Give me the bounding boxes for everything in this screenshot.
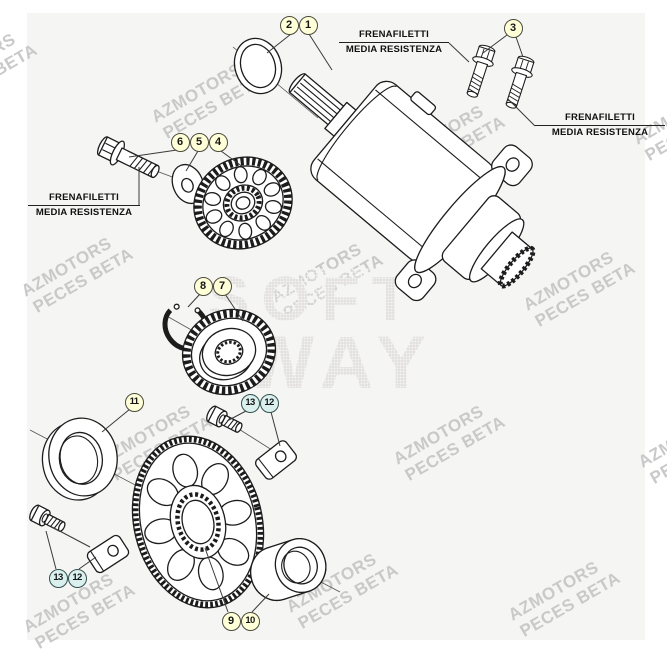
part-balloon-4[interactable]: 4 <box>208 132 228 152</box>
one-way-bearing-drawing <box>250 538 327 602</box>
hex-bolt-drawing <box>93 132 165 186</box>
part-balloon-13[interactable]: 13 <box>240 393 260 413</box>
part-balloon-8[interactable]: 8 <box>193 276 213 296</box>
spacer-ring-drawing <box>41 417 118 501</box>
part-balloon-10[interactable]: 10 <box>240 611 260 631</box>
leader-lines <box>45 33 524 613</box>
part-balloon-9[interactable]: 9 <box>221 611 241 631</box>
callout-line2: MEDIA RESISTENZA <box>35 207 133 218</box>
flange-bolt-drawing <box>460 42 538 112</box>
callout-frenafiletti-top: FRENAFILETTI MEDIA RESISTENZA <box>339 29 449 56</box>
part-balloon-3[interactable]: 3 <box>503 18 523 38</box>
part-balloon-12[interactable]: 12 <box>259 393 279 413</box>
part-balloon-5[interactable]: 5 <box>189 132 209 152</box>
callout-line2: MEDIA RESISTENZA <box>551 127 649 138</box>
starter-motor-drawing <box>288 73 536 302</box>
callout-line1: FRENAFILETTI <box>535 112 665 126</box>
callout-leader-lines <box>138 42 536 206</box>
part-balloon-11[interactable]: 11 <box>124 392 144 412</box>
part-balloon-2[interactable]: 2 <box>279 15 299 35</box>
part-balloon-13[interactable]: 13 <box>48 568 68 588</box>
callout-frenafiletti-right: FRENAFILETTI MEDIA RESISTENZA <box>535 112 665 139</box>
callout-line1: FRENAFILETTI <box>339 29 449 43</box>
o-ring-drawing <box>233 37 283 95</box>
callout-line2: MEDIA RESISTENZA <box>345 44 443 55</box>
part-balloon-6[interactable]: 6 <box>170 132 190 152</box>
part-balloon-7[interactable]: 7 <box>212 276 232 296</box>
part-balloon-1[interactable]: 1 <box>298 15 318 35</box>
callout-line1: FRENAFILETTI <box>28 192 140 206</box>
idler-gear-drawing <box>193 156 293 250</box>
part-balloon-12[interactable]: 12 <box>67 568 87 588</box>
gear-drawing <box>181 308 277 396</box>
starter-clutch-gear-drawing <box>131 435 265 609</box>
callout-frenafiletti-left: FRENAFILETTI MEDIA RESISTENZA <box>28 192 140 219</box>
